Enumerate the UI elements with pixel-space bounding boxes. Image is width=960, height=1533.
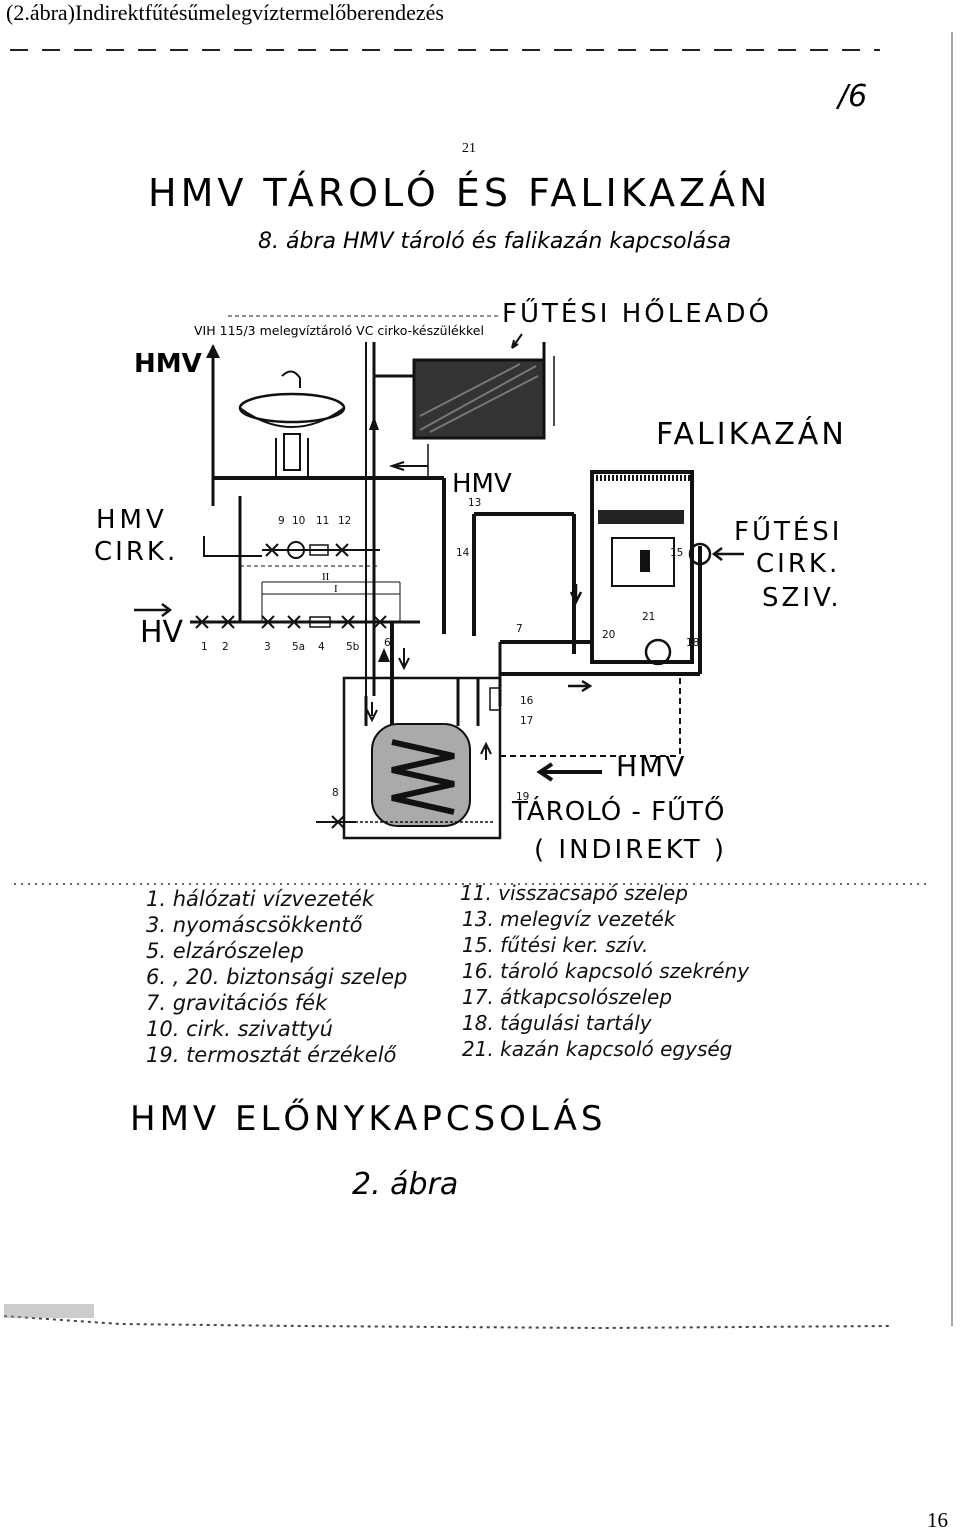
svg-text:15: 15 — [670, 547, 683, 559]
svg-text:16: 16 — [520, 695, 534, 707]
page-number: 16 — [927, 1508, 948, 1532]
label-roman-1: I — [334, 583, 338, 595]
svg-text:21: 21 — [642, 611, 655, 623]
label-futesi-cirk-1: FŰTÉSI — [734, 515, 842, 547]
document-caption: (2.ábra)Indirektfűtésűmelegvíztermelőber… — [6, 0, 444, 25]
diagram-title: HMV TÁROLÓ ÉS FALIKAZÁN — [148, 171, 771, 215]
svg-text:14: 14 — [456, 547, 470, 559]
svg-text:10: 10 — [292, 515, 305, 527]
legend-item: 11. visszacsapó szelep — [460, 881, 688, 905]
legend-item: 7. gravitációs fék — [146, 991, 328, 1015]
svg-text:11: 11 — [316, 515, 329, 527]
legend-left: 1. hálózati vízvezeték 3. nyomáscsökkent… — [146, 887, 407, 1067]
boiler-icon — [590, 470, 694, 666]
svg-text:6: 6 — [384, 637, 391, 649]
legend-item: 6. , 20. biztonsági szelep — [146, 965, 407, 989]
scanned-diagram: /6 21 HMV TÁROLÓ ÉS FALIKAZÁN 8. ábra HM… — [0, 26, 960, 1336]
label-hmv-top: HMV — [134, 349, 202, 379]
label-roman-2: II — [322, 571, 330, 583]
sink-icon — [238, 370, 346, 476]
svg-text:17: 17 — [520, 715, 533, 727]
svg-text:12: 12 — [338, 515, 351, 527]
legend-item: 18. tágulási tartály — [462, 1011, 653, 1035]
legend-item: 19. termosztát érzékelő — [146, 1043, 398, 1067]
svg-text:2: 2 — [222, 641, 229, 653]
legend-item: 3. nyomáscsökkentő — [146, 913, 364, 937]
part-numbers: 1 2 3 5a 4 5b 6 7 8 9 10 11 12 13 14 15 … — [201, 497, 699, 803]
svg-text:4: 4 — [318, 641, 325, 653]
legend-item: 16. tároló kapcsoló szekrény — [462, 959, 750, 983]
svg-text:20: 20 — [602, 629, 615, 641]
svg-text:7: 7 — [516, 623, 523, 635]
svg-text:19: 19 — [516, 791, 529, 803]
svg-text:8: 8 — [332, 787, 339, 799]
label-falikazan: FALIKAZÁN — [656, 416, 847, 452]
inner-page-number: 21 — [462, 141, 476, 156]
schematic-drawing: /6 21 HMV TÁROLÓ ÉS FALIKAZÁN 8. ábra HM… — [3, 32, 953, 1330]
svg-text:18: 18 — [686, 637, 699, 649]
legend-right: 11. visszacsapó szelep 13. melegvíz veze… — [460, 881, 750, 1061]
legend-item: 1. hálózati vízvezeték — [146, 887, 375, 911]
legend-item: 13. melegvíz vezeték — [462, 907, 677, 931]
svg-text:5b: 5b — [346, 641, 360, 653]
label-hmv-pipe: HMV — [452, 469, 512, 499]
radiator-icon — [412, 358, 546, 440]
svg-text:1: 1 — [201, 641, 208, 653]
label-tarolo-futo: TÁROLÓ - FŰTŐ — [511, 795, 725, 827]
label-hmv-arrow: HMV — [616, 750, 686, 783]
figure-caption: 8. ábra HMV tároló és falikazán kapcsolá… — [258, 229, 731, 254]
svg-text:5a: 5a — [292, 641, 305, 653]
device-label: VIH 115/3 melegvíztároló VC cirko-készül… — [194, 323, 484, 338]
label-hv: HV — [140, 615, 184, 650]
svg-text:13: 13 — [468, 497, 481, 509]
legend-item: 17. átkapcsolószelep — [462, 985, 672, 1009]
label-futesi-holeado: FŰTÉSI HŐLEADÓ — [502, 297, 772, 329]
label-futesi-cirk-2: CIRK. — [756, 549, 840, 579]
label-indirekt: ( INDIREKT ) — [534, 835, 727, 865]
label-futesi-cirk-3: SZIV. — [762, 583, 842, 613]
footer-caption: 2. ábra — [352, 1167, 458, 1202]
label-hmv-cirk-2: CIRK. — [94, 537, 178, 567]
footer-title: HMV ELŐNYKAPCSOLÁS — [130, 1098, 606, 1139]
legend-item: 10. cirk. szivattyú — [146, 1017, 333, 1041]
legend-item: 5. elzárószelep — [146, 939, 304, 963]
svg-text:9: 9 — [278, 515, 285, 527]
legend-item: 15. fűtési ker. szív. — [462, 933, 648, 957]
tank-icon — [342, 676, 502, 840]
label-hmv-cirk-1: HMV — [96, 505, 168, 535]
svg-text:3: 3 — [264, 641, 271, 653]
page-mark: /6 — [835, 79, 867, 114]
legend-item: 21. kazán kapcsoló egység — [462, 1037, 732, 1061]
